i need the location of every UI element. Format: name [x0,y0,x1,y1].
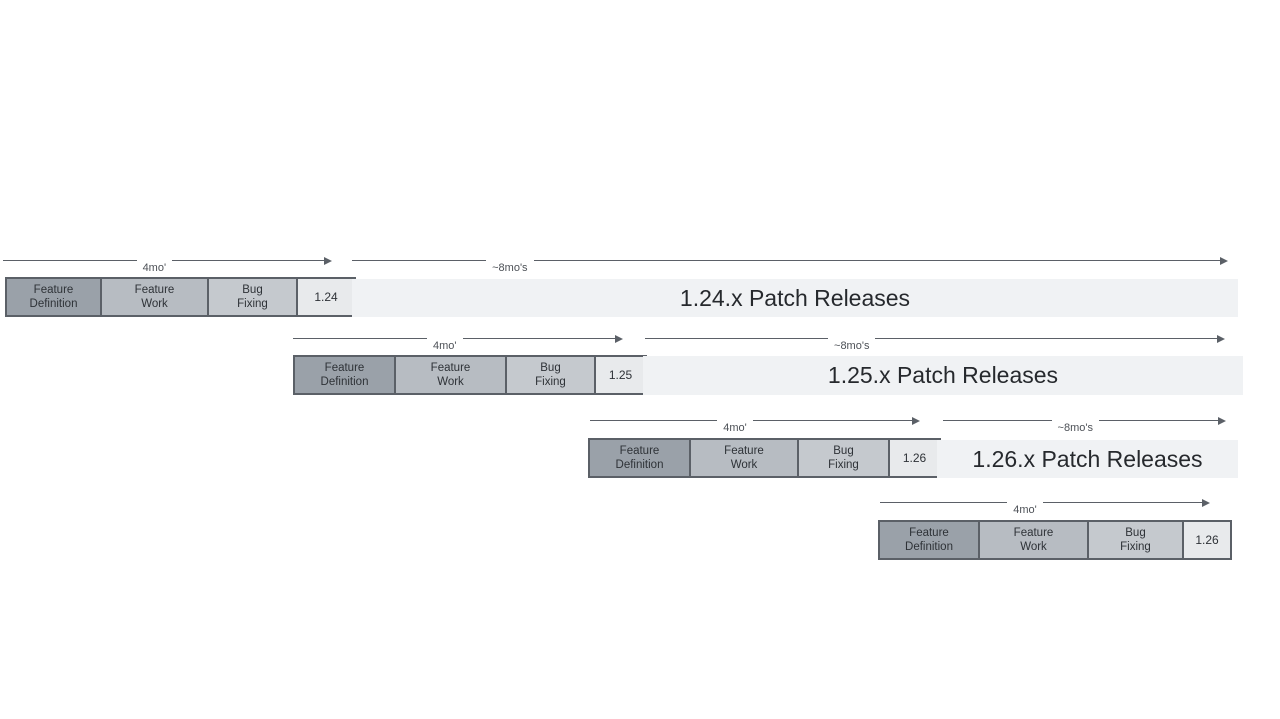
arrow-line [293,338,428,339]
phase-label: Definition [615,459,664,471]
cycle-duration-label: 4mo' [142,262,167,274]
arrow-line [1098,420,1218,421]
cycle-duration-label: 4mo' [1013,504,1037,516]
cycle-duration-arrow: 4mo' [3,254,332,278]
phase-label: Fixing [535,376,566,388]
version-label: 1.25 [608,367,633,382]
patch-duration-arrow: ~8mo's [645,332,1225,356]
cycle-duration-label: 4mo' [723,422,747,434]
release-cycle-row: Feature Definition Feature Work Bug Fixi… [5,277,356,317]
phase-box-feature-definition: Feature Definition [295,357,396,393]
version-label: 1.26 [902,450,927,465]
phase-label: Feature [1013,526,1054,539]
phase-label: Definition [320,376,369,388]
phase-label: Feature [619,444,660,457]
arrow-line [172,260,324,261]
arrow-line [752,420,912,421]
phase-box-feature-work: Feature Work [102,279,209,315]
release-cycle-row: Feature Definition Feature Work Bug Fixi… [588,438,941,478]
arrowhead-icon [912,417,920,425]
version-box: 1.24 [298,279,354,315]
phase-label: Feature [724,444,764,457]
phase-box-bug-fixing: Bug Fixing [799,440,890,476]
phase-label: Feature [909,526,949,539]
phase-label: Fixing [1120,541,1151,553]
version-box: 1.26 [1184,522,1230,558]
patch-duration-arrow: ~8mo's [943,414,1226,438]
version-box: 1.25 [596,357,645,393]
phase-label: Bug [242,283,263,296]
patch-release-label: 1.25.x Patch Releases [827,362,1059,388]
phase-label: Work [730,459,758,471]
phase-label: Fixing [828,459,859,471]
release-cycle-row: Feature Definition Feature Work Bug Fixi… [293,355,647,395]
patch-release-label: 1.26.x Patch Releases [972,445,1203,472]
arrow-line [3,260,137,261]
arrow-line [533,260,1220,261]
phase-label: Work [437,376,464,388]
phase-label: Bug [540,361,561,374]
phase-box-feature-work: Feature Work [396,357,507,393]
phase-label: Bug [833,444,854,457]
phase-box-feature-work: Feature Work [691,440,799,476]
patch-duration-label: ~8mo's [834,340,870,352]
arrow-line [645,338,829,339]
phase-label: Feature [430,361,471,374]
patch-release-label: 1.24.x Patch Releases [679,284,911,311]
phase-box-bug-fixing: Bug Fixing [507,357,596,393]
phase-label: Bug [1125,526,1146,539]
phase-box-feature-work: Feature Work [980,522,1089,558]
arrow-line [875,338,1217,339]
phase-label: Feature [324,361,365,374]
phase-box-bug-fixing: Bug Fixing [209,279,298,315]
arrow-line [462,338,615,339]
phase-box-feature-definition: Feature Definition [880,522,980,558]
arrow-line [352,260,487,261]
version-label: 1.26 [1195,532,1219,547]
cycle-duration-arrow: 4mo' [590,414,920,438]
cycle-duration-arrow: 4mo' [880,496,1210,520]
patch-release-bar: 1.24.x Patch Releases [352,279,1238,317]
arrowhead-icon [1202,499,1210,507]
arrow-line [880,502,1008,503]
arrow-line [943,420,1052,421]
phase-label: Work [1020,541,1047,553]
arrowhead-icon [615,335,623,343]
phase-label: Definition [905,541,953,553]
version-box: 1.26 [890,440,939,476]
release-cycle-row: Feature Definition Feature Work Bug Fixi… [878,520,1232,560]
version-label: 1.24 [314,289,338,304]
patch-release-bar: 1.25.x Patch Releases [643,356,1243,395]
arrowhead-icon [1217,335,1225,343]
phase-label: Fixing [237,298,268,310]
cycle-duration-arrow: 4mo' [293,332,623,356]
arrow-line [1042,502,1202,503]
arrowhead-icon [324,257,332,265]
arrowhead-icon [1218,417,1226,425]
arrowhead-icon [1220,257,1228,265]
phase-label: Feature [134,283,175,296]
phase-box-feature-definition: Feature Definition [590,440,691,476]
patch-duration-arrow: ~8mo's [352,254,1228,278]
patch-duration-label: ~8mo's [492,262,528,274]
phase-box-feature-definition: Feature Definition [7,279,102,315]
patch-release-bar: 1.26.x Patch Releases [937,440,1238,478]
patch-duration-label: ~8mo's [1057,422,1093,434]
phase-box-bug-fixing: Bug Fixing [1089,522,1184,558]
phase-label: Definition [29,298,78,310]
cycle-duration-label: 4mo' [433,340,457,352]
phase-label: Feature [33,283,74,296]
arrow-line [590,420,718,421]
phase-label: Work [141,298,168,310]
